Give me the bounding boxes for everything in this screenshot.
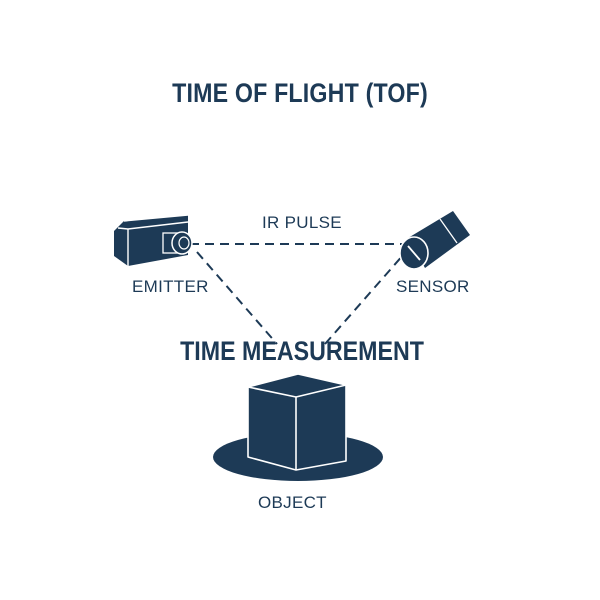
object-to-sensor-line [324,253,405,345]
object-label: OBJECT [258,493,327,512]
sensor-label: SENSOR [396,277,470,296]
emitter-label: EMITTER [132,277,209,296]
ir-pulse-label: IR PULSE [262,213,342,232]
emitter-camera-icon [114,214,193,266]
diagram-title: TIME OF FLIGHT (TOF) [172,78,428,108]
beam-paths [190,243,406,345]
time-measurement-label: TIME MEASUREMENT [180,336,424,366]
emitter-to-object-line [196,251,278,345]
object-cube-icon [213,373,383,481]
sensor-camera-icon [399,211,470,270]
